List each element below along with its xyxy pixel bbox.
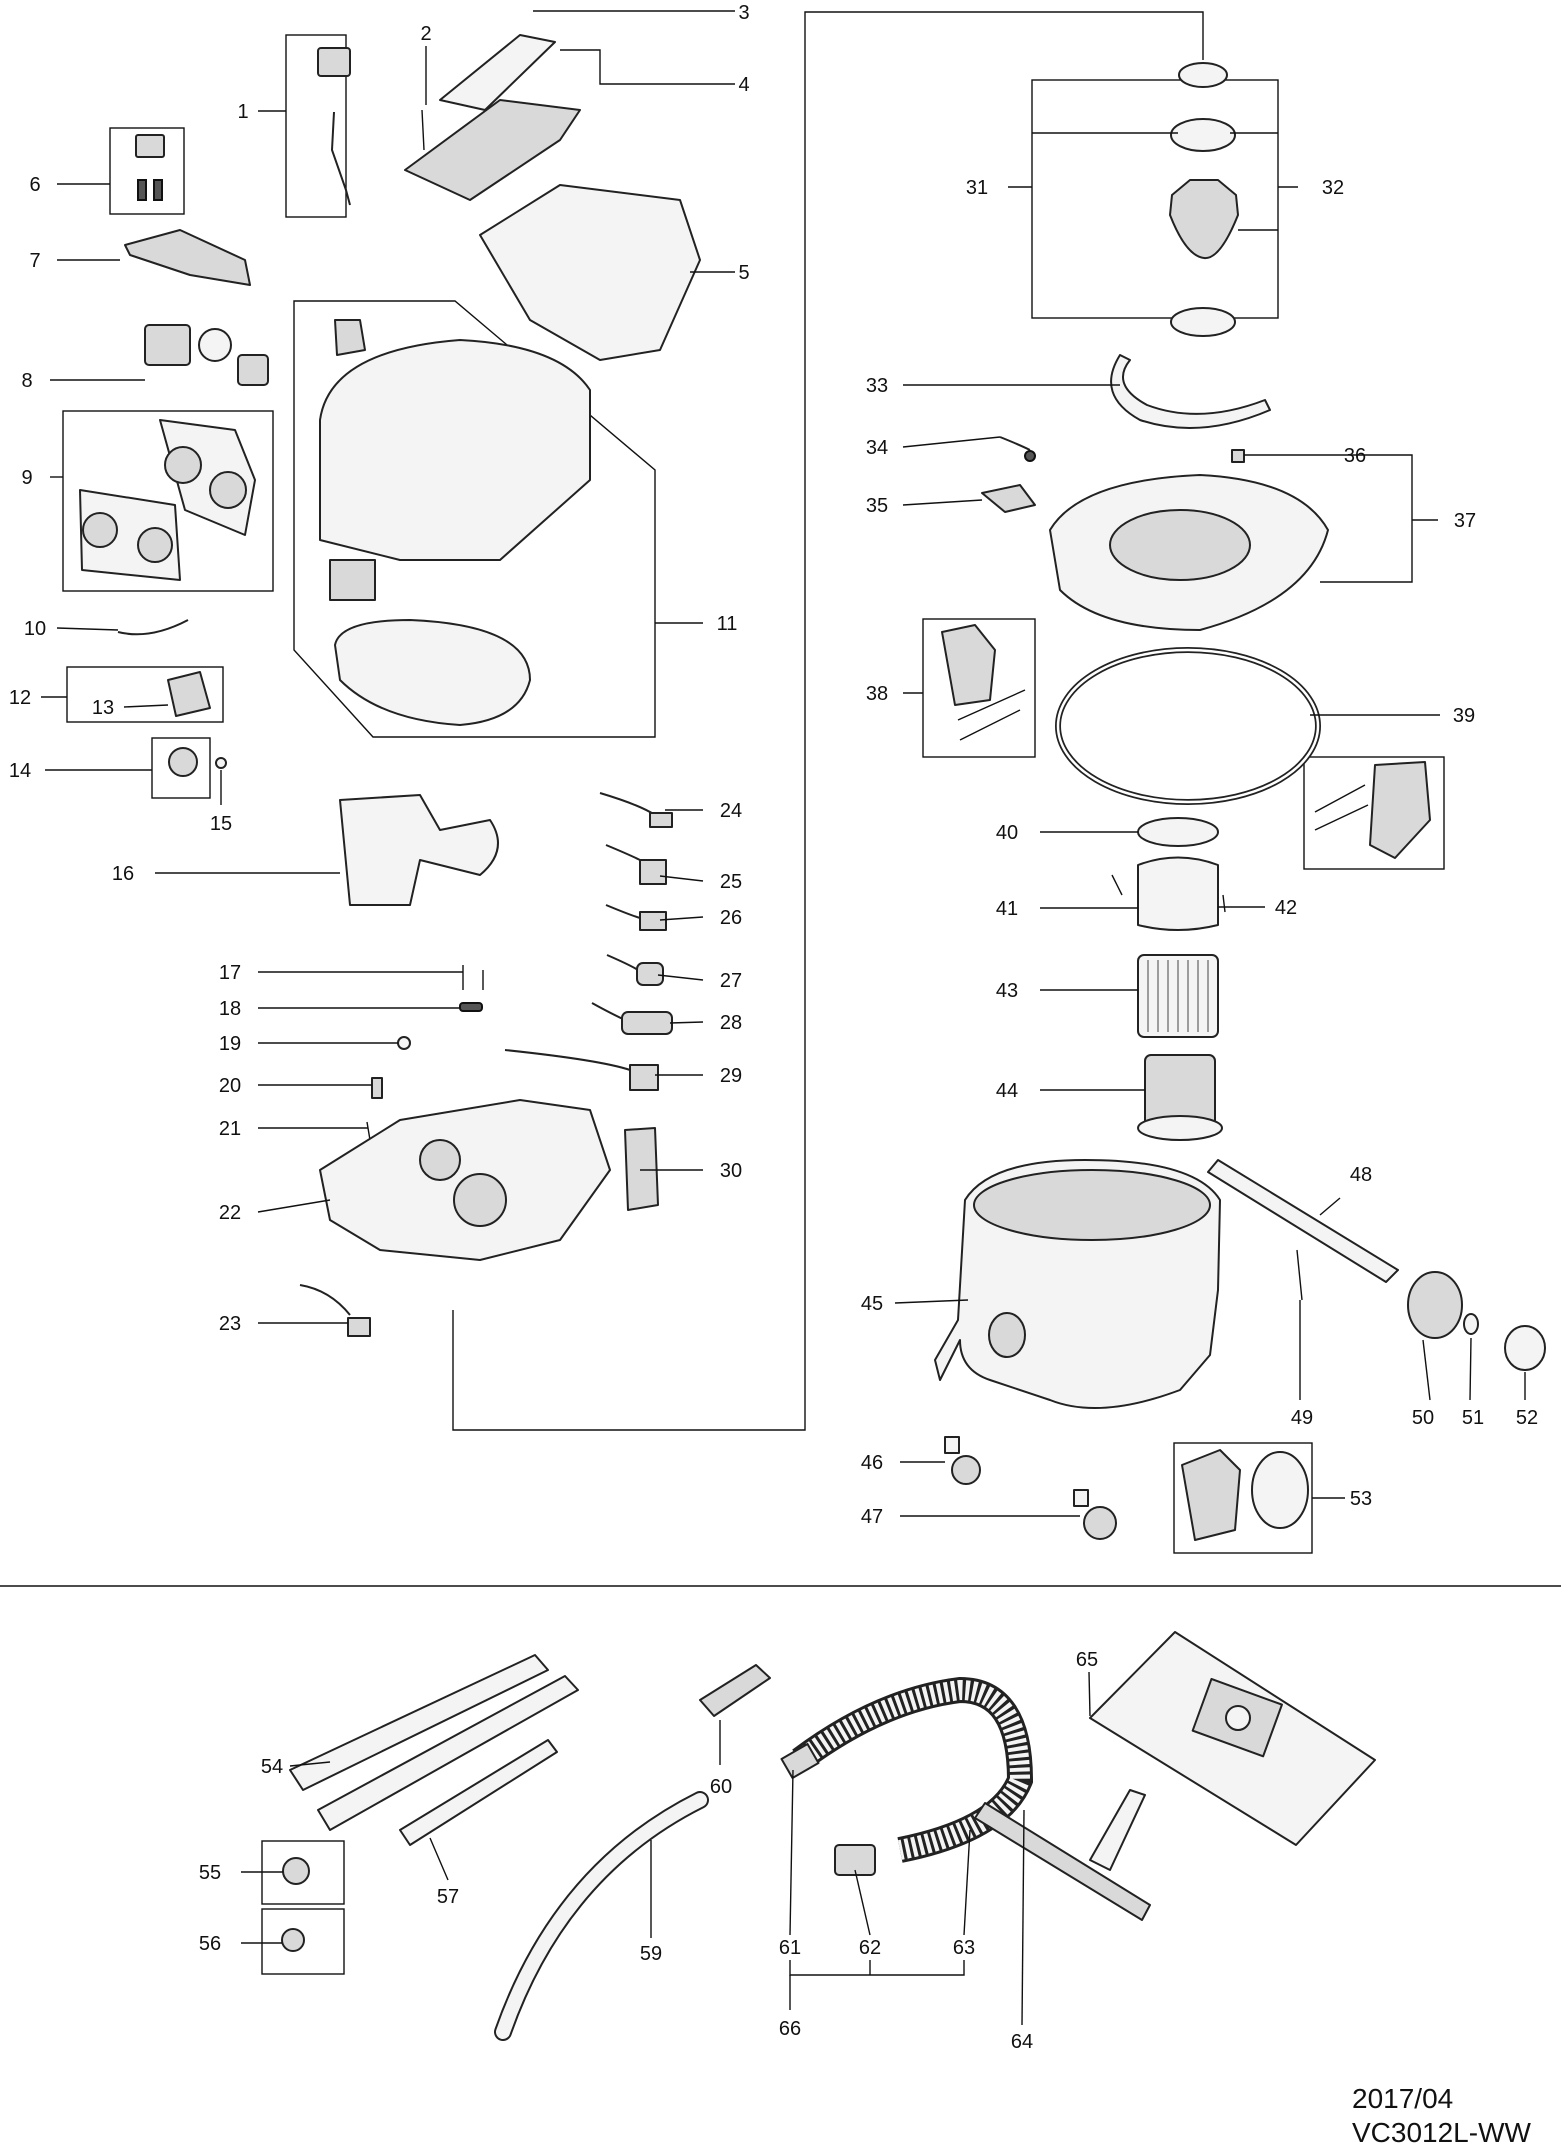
callout-4: 4 xyxy=(738,74,749,96)
footer-model: VC3012L-WW xyxy=(1352,2117,1532,2148)
callout-41: 41 xyxy=(996,898,1018,920)
callout-19: 19 xyxy=(219,1033,241,1055)
callout-52: 52 xyxy=(1516,1407,1538,1429)
callout-8: 8 xyxy=(21,370,32,392)
callout-57: 57 xyxy=(437,1886,459,1908)
leader-lines xyxy=(41,10,1526,2026)
part-illustrations xyxy=(79,34,1546,2041)
section-frames xyxy=(0,11,1561,1975)
callout-2: 2 xyxy=(420,23,431,45)
footer-date: 2017/04 xyxy=(1352,2083,1453,2114)
callout-47: 47 xyxy=(861,1506,883,1528)
callout-27: 27 xyxy=(720,970,742,992)
callout-28: 28 xyxy=(720,1012,742,1034)
callout-39: 39 xyxy=(1453,705,1475,727)
callout-60: 60 xyxy=(710,1776,732,1798)
callout-15: 15 xyxy=(210,813,232,835)
callout-55: 55 xyxy=(199,1862,221,1884)
callout-17: 17 xyxy=(219,962,241,984)
callout-20: 20 xyxy=(219,1075,241,1097)
callout-53: 53 xyxy=(1350,1488,1372,1510)
callout-37: 37 xyxy=(1454,510,1476,532)
callout-66: 66 xyxy=(779,2018,801,2040)
callout-33: 33 xyxy=(866,375,888,397)
callout-23: 23 xyxy=(219,1313,241,1335)
part-number-labels: 1 2 3 4 5 6 7 8 9 10 11 12 13 14 15 16 1… xyxy=(9,2,1538,2053)
callout-32: 32 xyxy=(1322,177,1344,199)
callout-9: 9 xyxy=(21,467,32,489)
footer: 2017/04 VC3012L-WW xyxy=(1352,2083,1532,2148)
callout-7: 7 xyxy=(29,250,40,272)
callout-40: 40 xyxy=(996,822,1018,844)
callout-51: 51 xyxy=(1462,1407,1484,1429)
callout-62: 62 xyxy=(859,1937,881,1959)
callout-10: 10 xyxy=(24,618,46,640)
callout-31: 31 xyxy=(966,177,988,199)
callout-42: 42 xyxy=(1275,897,1297,919)
callout-64: 64 xyxy=(1011,2031,1033,2053)
callout-12: 12 xyxy=(9,687,31,709)
callout-13: 13 xyxy=(92,697,114,719)
callout-25: 25 xyxy=(720,871,742,893)
callout-3: 3 xyxy=(738,2,749,24)
callout-48: 48 xyxy=(1350,1164,1372,1186)
callout-30: 30 xyxy=(720,1160,742,1182)
callout-21: 21 xyxy=(219,1118,241,1140)
callout-46: 46 xyxy=(861,1452,883,1474)
callout-50: 50 xyxy=(1412,1407,1434,1429)
callout-61: 61 xyxy=(779,1937,801,1959)
callout-38: 38 xyxy=(866,683,888,705)
callout-49: 49 xyxy=(1291,1407,1313,1429)
callout-34: 34 xyxy=(866,437,888,459)
callout-24: 24 xyxy=(720,800,742,822)
callout-45: 45 xyxy=(861,1293,883,1315)
callout-16: 16 xyxy=(112,863,134,885)
callout-56: 56 xyxy=(199,1933,221,1955)
callout-54: 54 xyxy=(261,1756,283,1778)
callout-11: 11 xyxy=(717,613,738,635)
callout-65: 65 xyxy=(1076,1649,1098,1671)
callout-5: 5 xyxy=(738,262,749,284)
callout-1: 1 xyxy=(237,101,248,123)
callout-43: 43 xyxy=(996,980,1018,1002)
callout-29: 29 xyxy=(720,1065,742,1087)
callout-26: 26 xyxy=(720,907,742,929)
callout-22: 22 xyxy=(219,1202,241,1224)
callout-36: 36 xyxy=(1344,445,1366,467)
callout-18: 18 xyxy=(219,998,241,1020)
callout-63: 63 xyxy=(953,1937,975,1959)
callout-44: 44 xyxy=(996,1080,1018,1102)
callout-35: 35 xyxy=(866,495,888,517)
callout-59: 59 xyxy=(640,1943,662,1965)
callout-6: 6 xyxy=(29,174,40,196)
callout-14: 14 xyxy=(9,760,31,782)
